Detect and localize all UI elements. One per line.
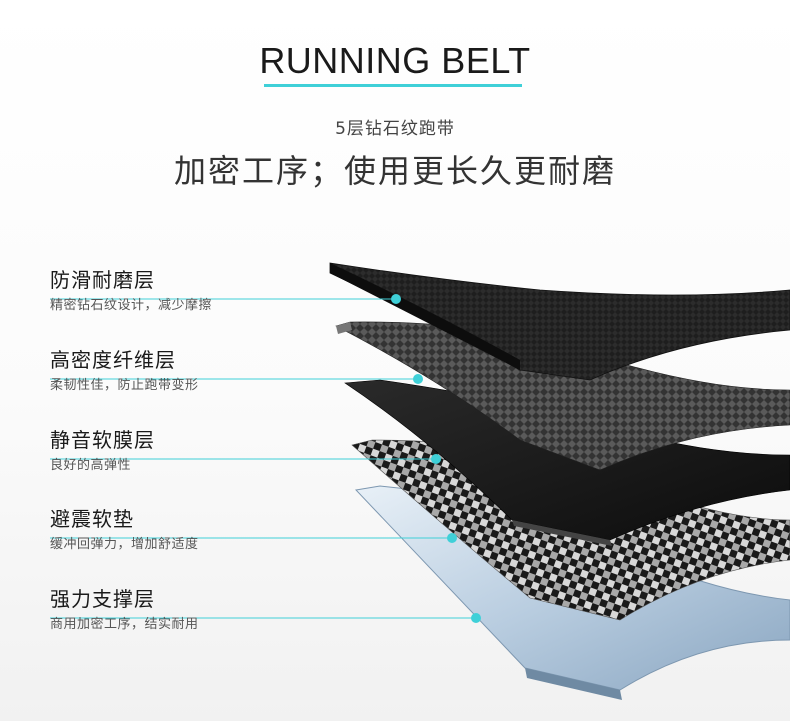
layer-desc: 商用加密工序，结实耐用 [50,617,199,632]
layer-desc: 良好的高弹性 [50,458,132,473]
layer-label-shock-pad: 避震软垫 缓冲回弹力，增加舒适度 [50,507,199,553]
layer-desc: 精密钻石纹设计，减少摩擦 [50,298,213,313]
anti-slip-layer-shape [329,262,790,381]
layer-label-silent-film: 静音软膜层 良好的高弹性 [50,428,155,474]
pointer-lines [50,298,476,619]
layer-desc: 缓冲回弹力，增加舒适度 [50,537,199,552]
layer-name: 强力支撑层 [50,587,155,611]
layer-name: 避震软垫 [50,507,134,531]
layer-label-support: 强力支撑层 商用加密工序，结实耐用 [50,587,199,633]
page-title: RUNNING BELT [259,40,531,81]
layer-name: 防滑耐磨层 [50,268,155,292]
title-underline [264,84,522,87]
subtitle-small: 5层钻石纹跑带 [335,119,455,139]
layer-label-anti-slip: 防滑耐磨层 精密钻石纹设计，减少摩擦 [50,268,212,314]
layer-desc: 柔韧性佳，防止跑带变形 [50,378,199,393]
pointer-dots [391,294,481,623]
layer-label-fiber: 高密度纤维层 柔韧性佳，防止跑带变形 [50,348,199,394]
layer-name: 静音软膜层 [50,428,155,452]
subtitle-large: 加密工序；使用更长久更耐磨 [173,152,616,190]
layer-name: 高密度纤维层 [50,348,176,372]
